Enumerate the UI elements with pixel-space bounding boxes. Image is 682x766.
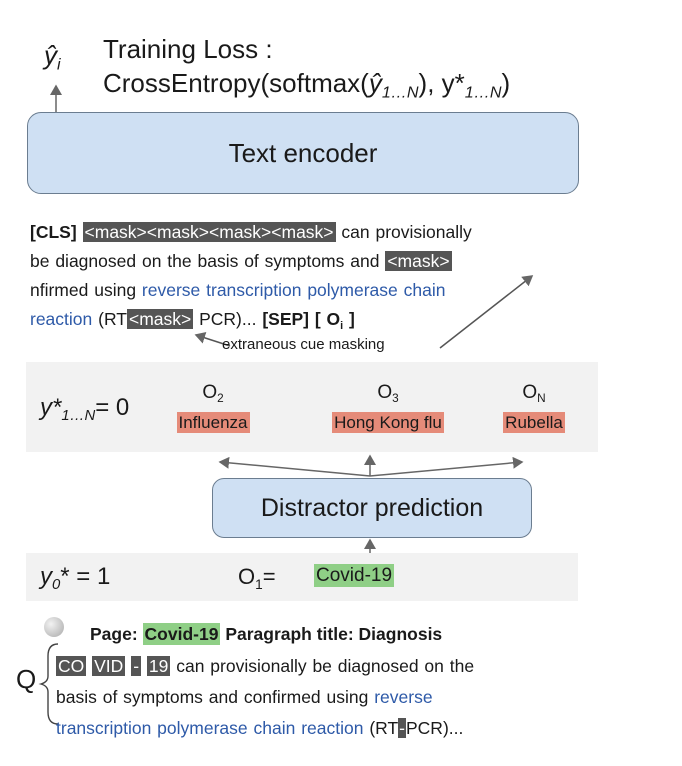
masked-line-3: nfirmed using reverse transcription poly… <box>30 280 446 300</box>
option-o3: O3 Hong Kong flu <box>332 382 444 434</box>
masked-line-1: [CLS] <mask><mask><mask><mask> can provi… <box>30 222 472 242</box>
masked-input-text: [CLS] <mask><mask><mask><mask> can provi… <box>30 218 590 341</box>
yhat-label: ŷi <box>44 40 61 74</box>
predictor-to-on-arrow <box>369 456 524 477</box>
cue-masking-note: extraneous cue masking <box>222 336 385 353</box>
masked-line-2: be diagnosed on the basis of symptoms an… <box>30 251 452 271</box>
predictor-to-o2-arrow <box>218 456 371 477</box>
loss-title: Training Loss : <box>103 34 273 64</box>
mask-token-3: <mask> <box>126 309 194 329</box>
distractor-band <box>26 362 598 452</box>
distractor-prediction-label: Distractor prediction <box>260 493 484 522</box>
training-loss: Training Loss : CrossEntropy(softmax(ŷ1…… <box>103 32 510 110</box>
masked-line-4: reaction (RT<mask> PCR)... [SEP] [ Oi ] <box>30 309 355 332</box>
text-encoder-box: Text encoder <box>27 112 579 194</box>
answer-band <box>26 553 578 601</box>
mask-tokens: <mask><mask><mask><mask> <box>82 222 336 242</box>
answer-value: Covid-19 <box>314 564 395 587</box>
mask-token-2: <mask> <box>385 251 452 271</box>
cue-arrow-left <box>194 332 231 347</box>
cue-arrow-up <box>439 275 534 349</box>
distractor-influenza: Influenza <box>176 412 250 434</box>
source-line-3: transcription polymerase chain reaction … <box>56 718 464 738</box>
source-line-1: CO VID - 19 can provisionally be diagnos… <box>56 656 475 676</box>
q-brace <box>38 643 59 725</box>
distractor-rubella: Rubella <box>503 412 565 434</box>
option-on: ON Rubella <box>503 382 565 434</box>
source-icon <box>44 617 64 637</box>
answer-o1-label: O1= <box>238 564 276 592</box>
answer-y-label: y0* = 1 <box>40 563 111 594</box>
source-header: Page: Covid-19 Paragraph title: Diagnosi… <box>90 623 443 645</box>
source-paragraph: CO VID - 19 can provisionally be diagnos… <box>56 651 586 744</box>
source-line-2: basis of symptoms and confirmed using re… <box>56 687 433 707</box>
text-encoder-label: Text encoder <box>228 137 378 168</box>
answer-covid-19: Covid-19 <box>314 564 395 587</box>
distractor-prediction-box: Distractor prediction <box>212 478 532 538</box>
distractor-hong-kong-flu: Hong Kong flu <box>332 412 444 434</box>
distractor-y-label: y*1…N= 0 <box>40 394 130 425</box>
option-o2: O2 Influenza <box>176 382 250 434</box>
loss-formula: CrossEntropy(softmax(ŷ1…N), y*1…N) <box>103 68 511 102</box>
q-label: Q <box>16 664 37 694</box>
